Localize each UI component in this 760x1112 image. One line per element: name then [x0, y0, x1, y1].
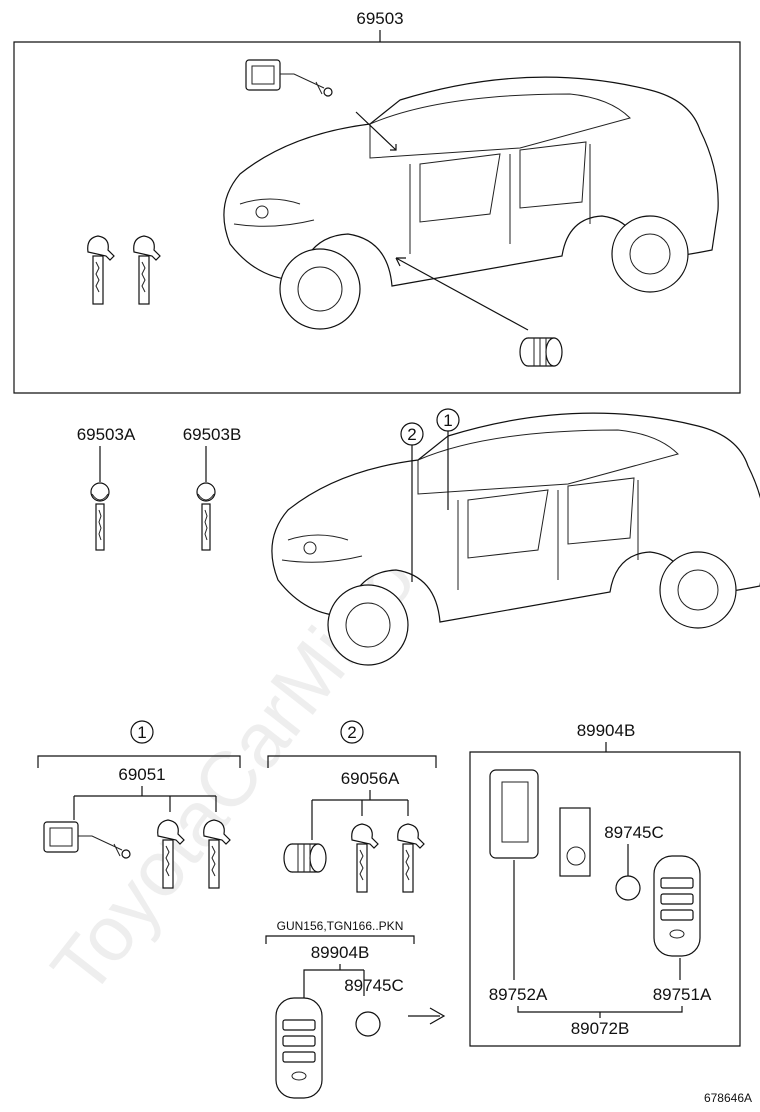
- key-blade-icon: [133, 235, 161, 305]
- variant-note: GUN156,TGN166..PKN: [277, 919, 404, 933]
- part-number-89745c: 89745C: [344, 976, 404, 995]
- group-2-marker: [340, 720, 364, 744]
- part-number-89904b: 89904B: [311, 943, 370, 962]
- key-blade-icon: [397, 823, 425, 893]
- remote-left-leaders: [303, 964, 365, 998]
- callout-2-label: 2: [407, 425, 416, 444]
- key-blade-icon: [196, 482, 216, 551]
- arrow-right-icon: [408, 1007, 446, 1025]
- part-number-89751a: 89751A: [653, 985, 712, 1004]
- car-illustration: [223, 76, 719, 330]
- key-blade-icon: [351, 823, 379, 893]
- smart-key-fob-icon: [275, 997, 323, 1099]
- part-number-69503a: 69503A: [77, 425, 136, 444]
- part-number-89904b-box: 89904B: [577, 721, 636, 740]
- group-1-bracket: [37, 755, 241, 768]
- ignition-cylinder-icon: [519, 337, 563, 367]
- key-blade-icon: [87, 235, 115, 305]
- fob-board-battery-holder: [566, 846, 586, 866]
- door-lock-cylinder-icon: [245, 59, 333, 97]
- battery-cell-icon: [615, 875, 641, 901]
- key-blade-icon: [90, 482, 110, 551]
- arrow-to-door: [355, 111, 397, 151]
- key-leaders: [99, 446, 207, 482]
- callout-leaders: [411, 431, 449, 582]
- smart-key-fob-icon: [653, 855, 701, 957]
- fob-board-icon: [559, 807, 591, 877]
- battery-cell-icon: [355, 1011, 381, 1037]
- figure-id: 678646A: [704, 1091, 752, 1105]
- remote-box-frame: [469, 742, 741, 1047]
- fob-case-icon: [489, 769, 539, 859]
- part-number-69051: 69051: [118, 765, 165, 784]
- part-number-69503: 69503: [356, 9, 403, 28]
- group-2-bracket: [267, 755, 437, 768]
- part-number-89745c-box: 89745C: [604, 823, 664, 842]
- part-number-89072b: 89072B: [571, 1019, 630, 1038]
- part-number-89752a: 89752A: [489, 985, 548, 1004]
- group-2-marker-label: 2: [347, 723, 356, 742]
- box-part-leaders: [513, 860, 681, 980]
- fob-case-inner: [501, 781, 529, 843]
- group-2-leaders: [311, 790, 409, 840]
- ignition-cylinder-icon: [283, 843, 327, 873]
- variant-bracket: [265, 935, 415, 944]
- top-group-frame: [13, 30, 741, 394]
- group-1-marker-label: 1: [137, 723, 146, 742]
- assembly-bracket: [517, 1006, 683, 1018]
- arrow-to-ignition: [395, 257, 529, 331]
- part-number-69056a: 69056A: [341, 769, 400, 788]
- group-1-marker: [130, 720, 154, 744]
- group-1-leaders: [73, 786, 217, 820]
- car-illustration: [271, 412, 760, 666]
- part-number-69503b: 69503B: [183, 425, 242, 444]
- callout-1-label: 1: [443, 411, 452, 430]
